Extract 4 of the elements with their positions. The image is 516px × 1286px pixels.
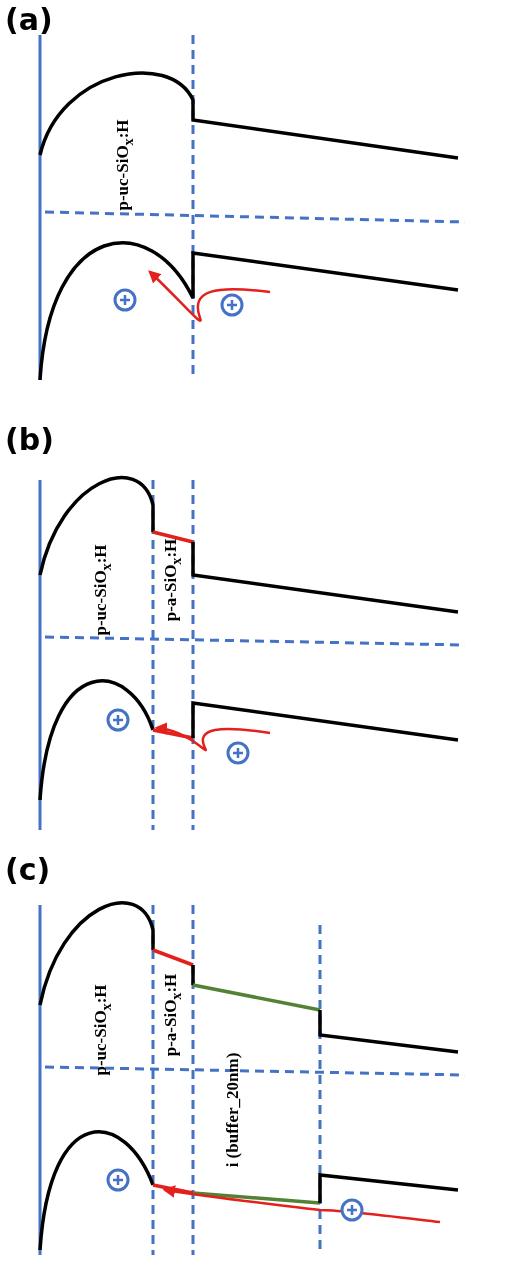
panel-label: (c) bbox=[5, 852, 51, 887]
panel-label: (b) bbox=[5, 422, 54, 457]
panel-label: (a) bbox=[5, 2, 53, 37]
layer-label: i (buffer_20nm) bbox=[223, 1052, 243, 1168]
